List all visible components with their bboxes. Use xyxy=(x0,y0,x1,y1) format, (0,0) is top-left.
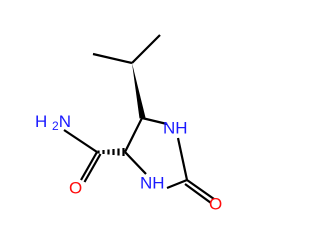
bond-amide-c-o-b xyxy=(83,153,102,183)
bond-c2-o-b xyxy=(184,183,212,204)
carbonyl-double-bond xyxy=(184,179,215,204)
amide-nitrogen-text: H xyxy=(35,112,47,131)
bond-c2-o-a xyxy=(186,179,215,200)
bond-n1-c2 xyxy=(176,137,189,181)
carbonyl-oxygen-label: O xyxy=(209,195,222,214)
bond-isopropyl-methyl-left xyxy=(92,52,133,65)
isopropyl-group xyxy=(92,34,161,65)
amide-nitrogen-label: H 2N xyxy=(35,112,71,134)
molecule-structure: H 2N O NH NH O xyxy=(35,34,222,214)
bond-amide-c-o-a xyxy=(80,151,98,181)
bond-c5-n1 xyxy=(141,116,168,126)
amide-oxygen-label: O xyxy=(69,179,82,198)
ring-nitrogen-3-label: NH xyxy=(140,174,165,193)
hashed-bond-c4-amide xyxy=(97,148,125,156)
amide-group xyxy=(63,129,102,183)
bond-n3-c2 xyxy=(166,178,188,190)
ring-bonds xyxy=(124,116,189,190)
bond-amide-c-n xyxy=(63,129,98,153)
bond-c5-c4 xyxy=(124,117,143,153)
bond-c4-n3 xyxy=(124,151,147,175)
bond-isopropyl-methyl-right xyxy=(131,34,161,64)
wedge-bond-c5-isopropyl xyxy=(132,63,146,119)
ring-nitrogen-1-label: NH xyxy=(163,119,188,138)
